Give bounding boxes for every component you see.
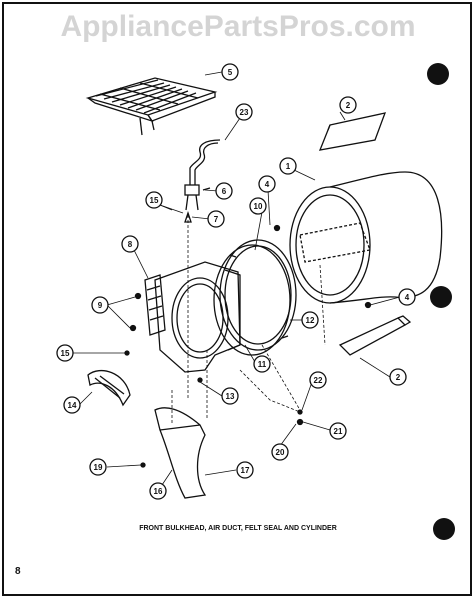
callout-8: 8 bbox=[121, 235, 139, 253]
page-number: 8 bbox=[15, 566, 21, 577]
svg-text:13: 13 bbox=[226, 392, 235, 401]
diagram-caption: FRONT BULKHEAD, AIR DUCT, FELT SEAL AND … bbox=[139, 525, 337, 532]
callout-22: 22 bbox=[309, 371, 327, 389]
callout-23: 23 bbox=[235, 103, 253, 121]
svg-text:19: 19 bbox=[94, 463, 103, 472]
callout-14: 14 bbox=[63, 396, 81, 414]
svg-text:16: 16 bbox=[154, 487, 163, 496]
part-felt-seal bbox=[213, 239, 297, 356]
svg-text:7: 7 bbox=[214, 215, 219, 224]
binder-hole-middle bbox=[430, 286, 452, 308]
part-duct-top bbox=[318, 112, 387, 151]
callout-4-top: 4 bbox=[258, 175, 276, 193]
part-cylinder bbox=[289, 171, 443, 304]
diagram-frame bbox=[2, 2, 472, 596]
part-front-bulkhead bbox=[144, 261, 241, 373]
svg-text:1: 1 bbox=[286, 162, 291, 171]
callout-12: 12 bbox=[301, 311, 319, 329]
svg-text:9: 9 bbox=[98, 301, 103, 310]
callout-17: 17 bbox=[236, 461, 254, 479]
svg-text:23: 23 bbox=[240, 108, 249, 117]
part-sensor-wire bbox=[184, 139, 221, 211]
svg-text:12: 12 bbox=[306, 316, 315, 325]
callout-13: 13 bbox=[221, 387, 239, 405]
svg-text:20: 20 bbox=[276, 448, 285, 457]
svg-text:10: 10 bbox=[254, 202, 263, 211]
callout-15-left: 15 bbox=[56, 344, 74, 362]
svg-text:8: 8 bbox=[128, 240, 133, 249]
part-lint-filter bbox=[87, 369, 131, 407]
callout-9: 9 bbox=[91, 296, 109, 314]
part-air-duct bbox=[154, 407, 207, 499]
leader-lines bbox=[73, 71, 401, 489]
svg-text:2: 2 bbox=[396, 373, 401, 382]
callout-6: 6 bbox=[215, 182, 233, 200]
callout-4-right: 4 bbox=[398, 288, 416, 306]
callouts: 5 23 2 1 4 6 15 10 7 8 9 4 12 15 11 2 22… bbox=[56, 63, 416, 500]
svg-text:17: 17 bbox=[241, 466, 250, 475]
part-rack bbox=[85, 77, 218, 136]
callout-21: 21 bbox=[329, 422, 347, 440]
callout-2-bottom: 2 bbox=[389, 368, 407, 386]
callout-5: 5 bbox=[221, 63, 239, 81]
callout-1: 1 bbox=[279, 157, 297, 175]
svg-text:2: 2 bbox=[346, 101, 351, 110]
callout-15-top: 15 bbox=[145, 191, 163, 209]
svg-text:15: 15 bbox=[61, 349, 70, 358]
svg-text:15: 15 bbox=[150, 196, 159, 205]
callout-10: 10 bbox=[249, 197, 267, 215]
svg-text:21: 21 bbox=[334, 427, 343, 436]
svg-text:5: 5 bbox=[228, 68, 233, 77]
binder-hole-top bbox=[427, 63, 449, 85]
callout-20: 20 bbox=[271, 443, 289, 461]
svg-text:14: 14 bbox=[68, 401, 77, 410]
watermark: AppliancePartsPros.com bbox=[60, 10, 416, 43]
callout-11: 11 bbox=[253, 355, 271, 373]
callout-19: 19 bbox=[89, 458, 107, 476]
callout-7: 7 bbox=[207, 210, 225, 228]
callout-16: 16 bbox=[149, 482, 167, 500]
assembly-lines bbox=[171, 215, 326, 425]
svg-text:4: 4 bbox=[265, 180, 270, 189]
svg-text:4: 4 bbox=[405, 293, 410, 302]
svg-text:6: 6 bbox=[222, 187, 227, 196]
part-duct-bottom bbox=[338, 315, 412, 356]
svg-text:11: 11 bbox=[258, 360, 267, 369]
svg-text:22: 22 bbox=[314, 376, 323, 385]
callout-2-top: 2 bbox=[339, 96, 357, 114]
binder-hole-bottom bbox=[433, 518, 455, 540]
